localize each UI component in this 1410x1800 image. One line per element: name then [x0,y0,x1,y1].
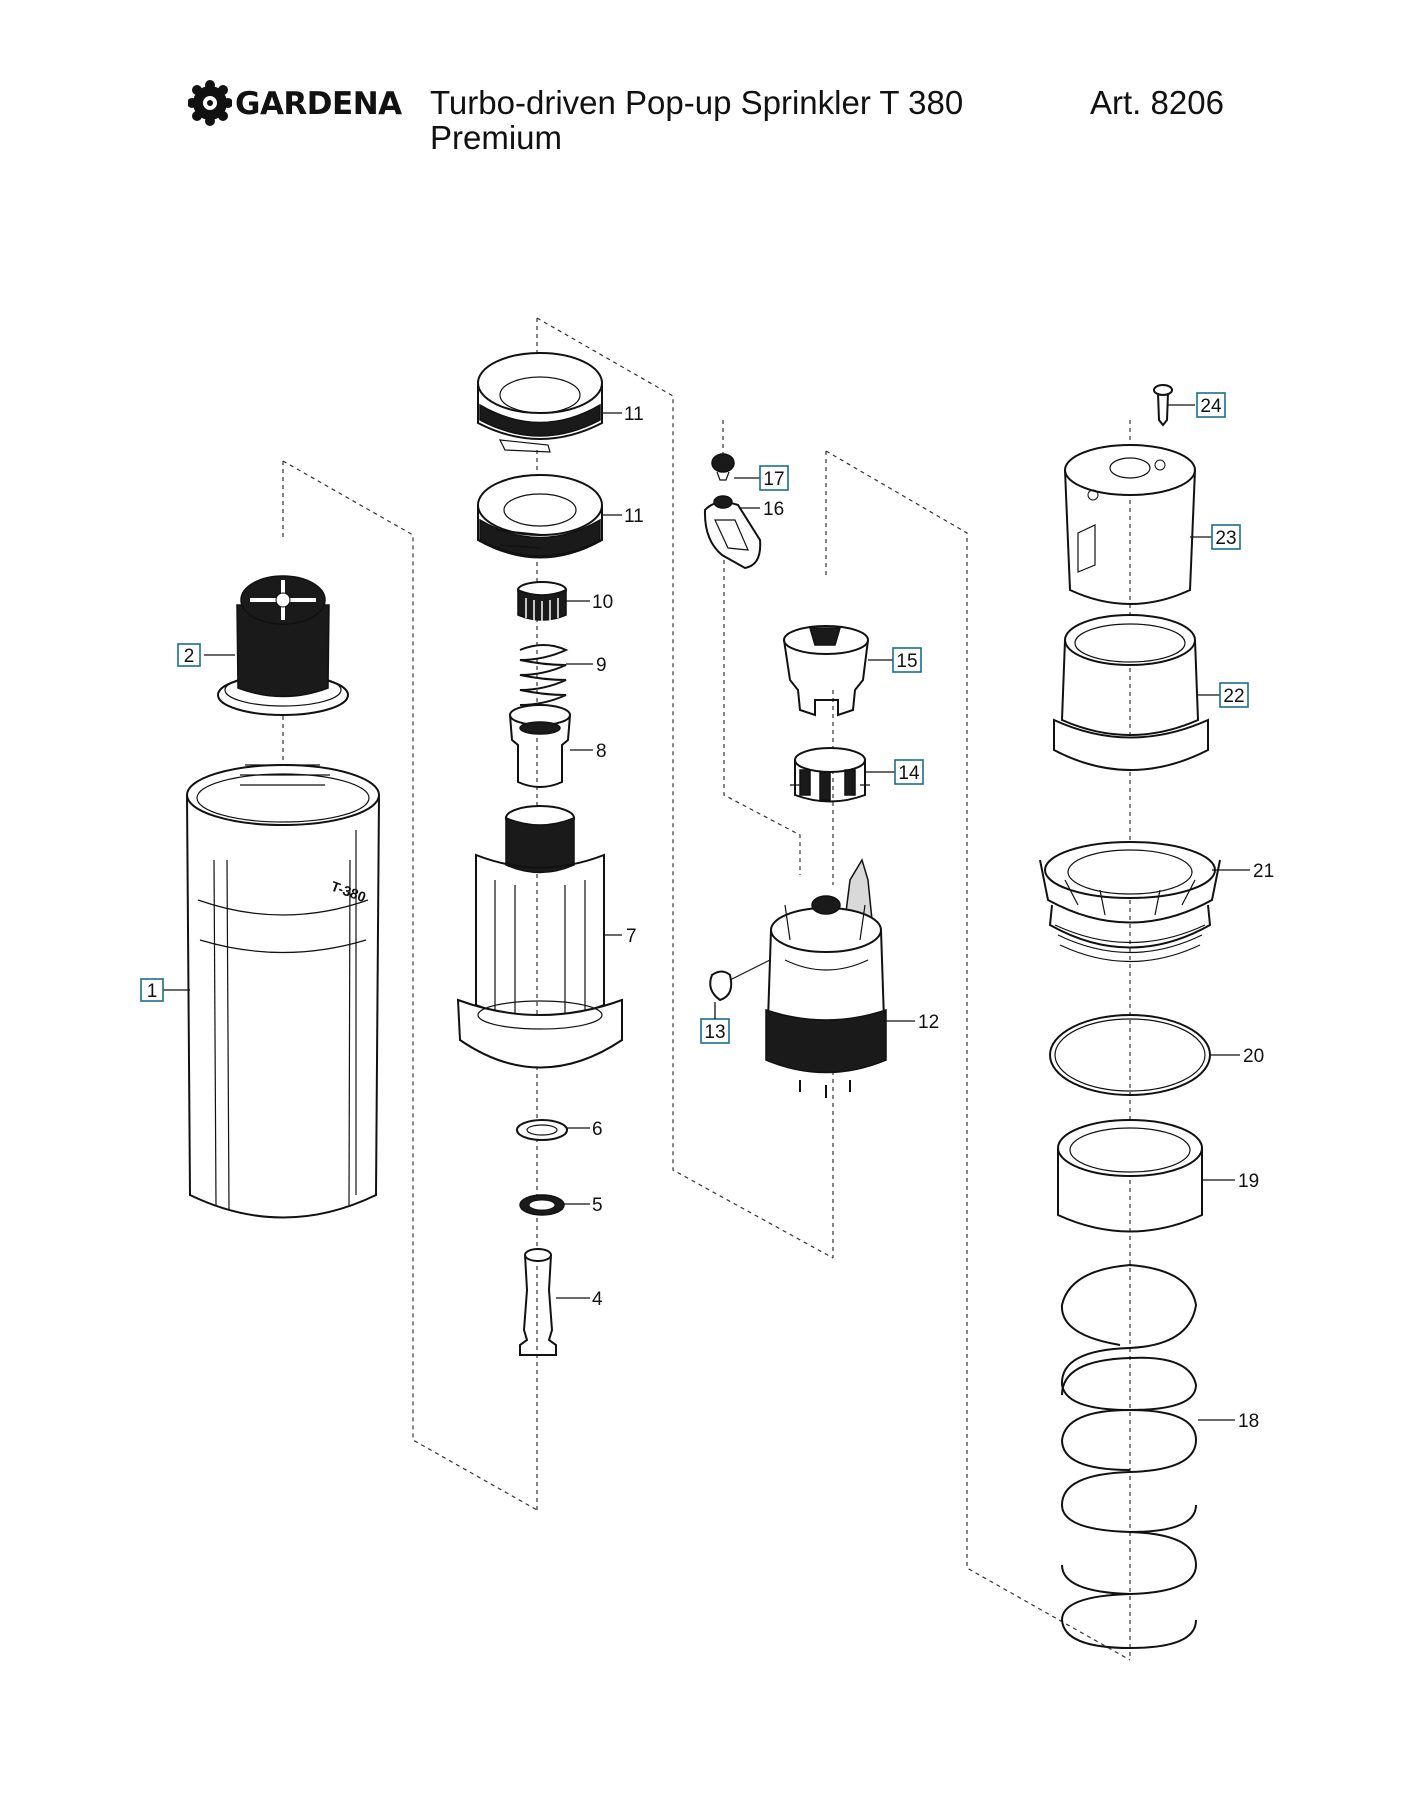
part-13-o-ring-small [709,959,771,1002]
label-part-18: 18 [1238,1411,1259,1432]
part-6-washer [516,1119,568,1141]
label-part-5: 5 [592,1195,603,1216]
part-8-sleeve [509,704,571,788]
part-17-screw [711,453,735,481]
title-line-1: Turbo-driven Pop-up Sprinkler T 380 [430,84,964,121]
label-part-15: 15 [896,651,917,672]
label-box-23 [1211,524,1241,550]
label-box-17 [759,465,789,491]
article-number: Art. 8206 [1090,84,1224,121]
leader-lines [163,404,1250,1421]
label-part-17: 17 [763,469,784,490]
part-16-deflector-arm [703,495,762,570]
part-4-nozzle-tube [519,1248,557,1356]
label-part-14: 14 [898,763,920,784]
part-21-threaded-collar [1039,841,1221,963]
part-11-cover-ring-top [477,352,603,453]
label-part-21: 21 [1253,861,1274,882]
label-part-13: 13 [704,1022,725,1043]
label-part-23: 23 [1215,528,1236,549]
part-2-filter [217,575,349,716]
label-box-22 [1219,682,1249,708]
label-part-24: 24 [1200,396,1222,417]
part-24-screw [1153,384,1173,427]
label-box-2 [177,643,201,667]
part-22-riser-sleeve [1053,614,1209,771]
part-15-turbine-cap [783,625,869,717]
part-7-riser [456,805,623,1069]
label-part-11-bottom: 11 [624,506,644,527]
label-part-12: 12 [918,1012,939,1033]
title-line-2: Premium [430,119,563,156]
label-box-24 [1196,392,1226,418]
label-part-22: 22 [1223,686,1244,707]
callout-labels: 1 2 4 5 6 7 8 9 10 11 11 12 13 14 15 16 … [140,392,1274,1432]
assembly-guide-lines [282,317,1131,1661]
part-14-turbine [790,747,870,803]
label-box-13 [700,1018,730,1044]
svg-text:T-380: T-380 [329,878,368,905]
label-part-20: 20 [1243,1046,1264,1067]
label-part-6: 6 [592,1119,603,1140]
part-9-small-spring [519,644,569,706]
label-part-9: 9 [596,655,607,676]
label-part-7: 7 [626,926,637,947]
label-box-14 [894,759,924,785]
label-part-11-top: 11 [624,404,644,425]
label-part-19: 19 [1238,1171,1259,1192]
label-box-15 [892,647,922,673]
part-1-housing: T-380 [186,764,380,1219]
part-11-cover-ring-bottom [477,474,603,559]
part-10-bearing [517,581,567,622]
label-box-1 [140,978,164,1002]
part-19-bushing [1057,1119,1203,1233]
part-5-seal [519,1194,565,1216]
label-part-10: 10 [592,592,613,613]
label-part-8: 8 [596,741,607,762]
part-18-main-spring [1060,1263,1198,1650]
part-23-cover [1064,444,1196,605]
label-part-16: 16 [763,499,784,520]
label-part-1: 1 [147,981,158,1002]
label-part-4: 4 [592,1289,603,1310]
part-12-gear-drive [765,858,887,1098]
brand-logo-text: GARDENA [235,86,402,122]
label-part-2: 2 [184,646,195,667]
gardena-logo-icon [188,80,232,126]
